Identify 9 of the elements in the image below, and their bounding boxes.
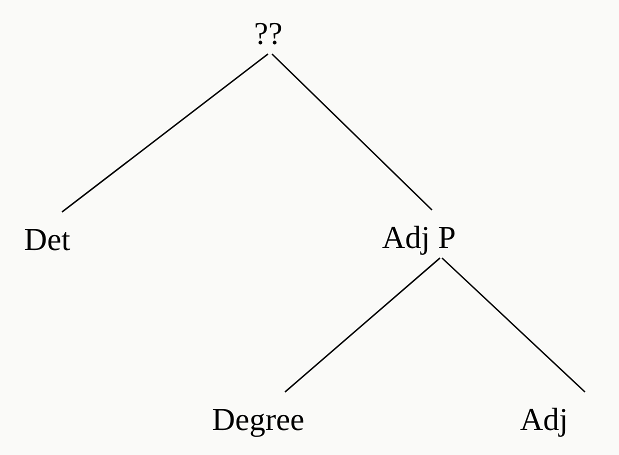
tree-node-label: Det — [20, 212, 74, 260]
tree-node-label: Adj — [516, 392, 572, 440]
tree-node-label: Degree — [208, 392, 308, 440]
tree-node-label: ?? — [250, 6, 286, 54]
tree-branch — [441, 257, 586, 393]
tree-node-label: Adj P — [378, 210, 460, 258]
tree-branch — [62, 53, 268, 213]
tree-branch — [284, 257, 440, 393]
tree-branch — [271, 53, 433, 211]
